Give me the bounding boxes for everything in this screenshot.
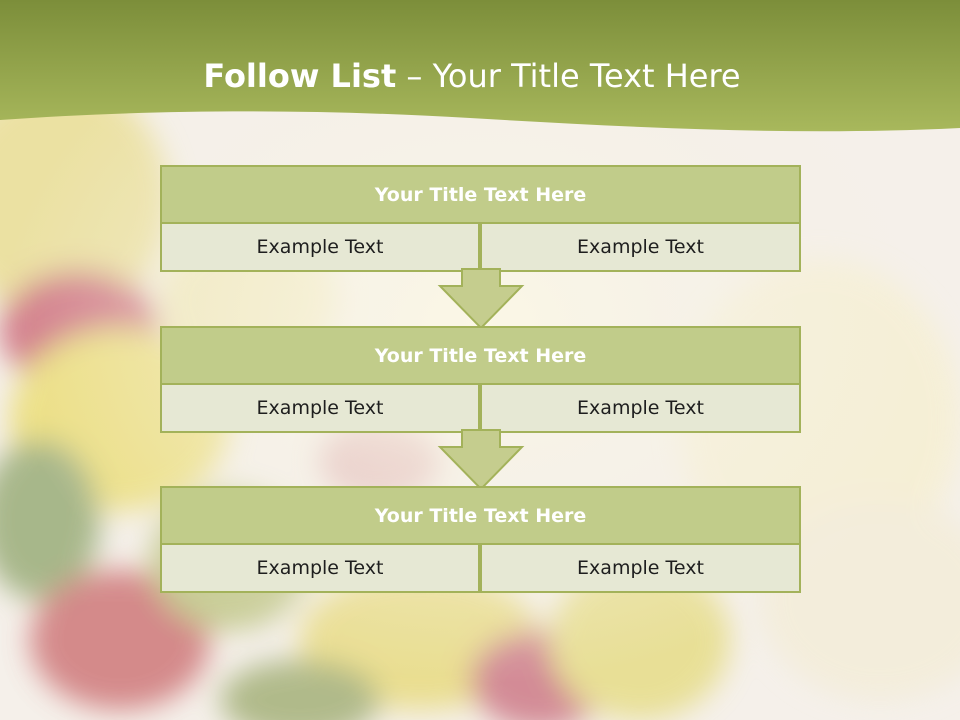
title-rest: – Your Title Text Here — [396, 57, 741, 95]
list-block-1: Your Title Text Here Example Text Exampl… — [160, 165, 801, 272]
page-title: Follow List – Your Title Text Here — [0, 54, 944, 98]
down-arrow-icon — [437, 429, 525, 491]
list-block-3: Your Title Text Here Example Text Exampl… — [160, 486, 801, 593]
block-right-cell: Example Text — [480, 383, 801, 433]
block-left-cell: Example Text — [160, 383, 480, 433]
block-right-cell: Example Text — [480, 222, 801, 272]
list-block-2: Your Title Text Here Example Text Exampl… — [160, 326, 801, 433]
block-right-cell: Example Text — [480, 543, 801, 593]
block-title: Your Title Text Here — [160, 486, 801, 545]
title-bold: Follow List — [203, 57, 397, 95]
block-title: Your Title Text Here — [160, 326, 801, 385]
block-left-cell: Example Text — [160, 222, 480, 272]
block-left-cell: Example Text — [160, 543, 480, 593]
down-arrow-icon — [437, 268, 525, 330]
block-title: Your Title Text Here — [160, 165, 801, 224]
